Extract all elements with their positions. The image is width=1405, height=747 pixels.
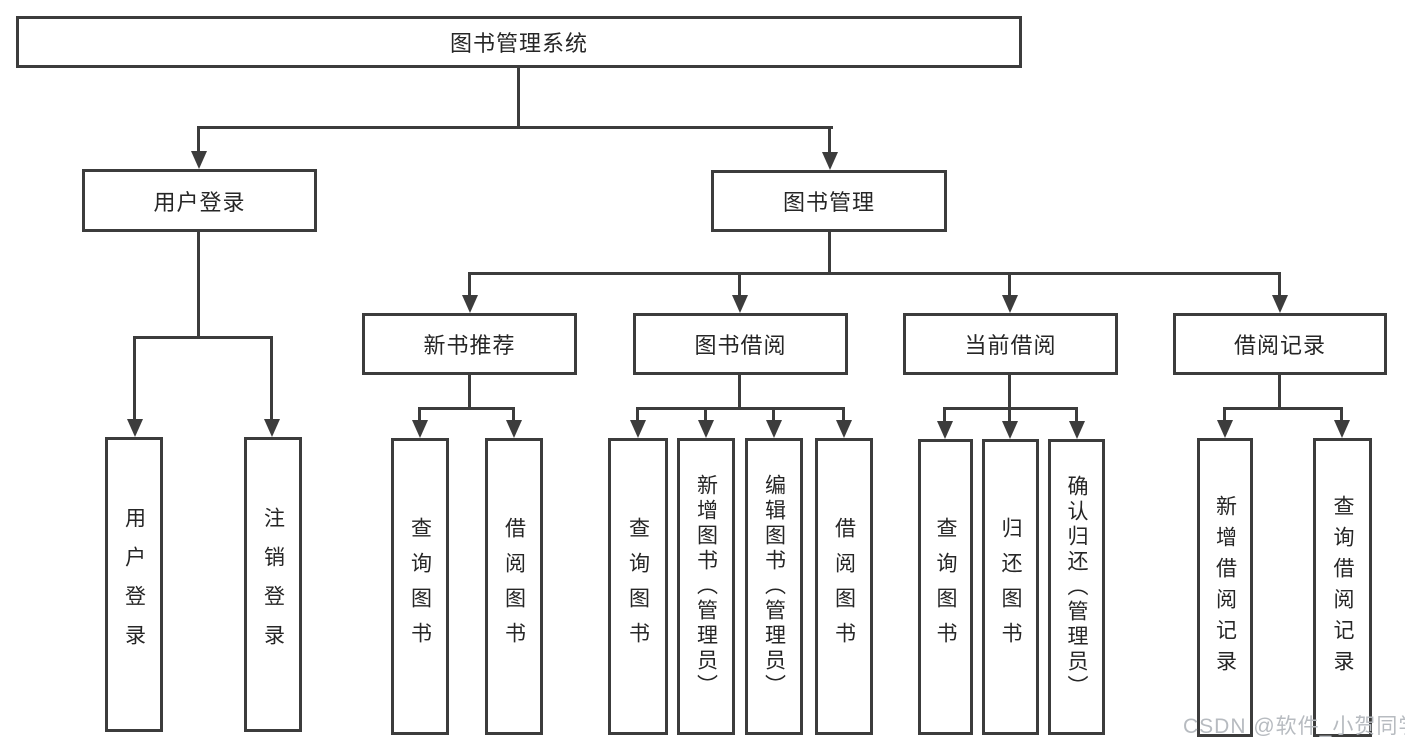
connector-borrow-records-branch [1223,407,1343,410]
arrow-to-book-mgmt [828,126,831,152]
leaf-br-query-record: 查询借阅记录 [1313,438,1372,737]
arrow-bb-borrow [842,407,845,420]
arrow-bb-edit [772,407,775,420]
leaf-bb-edit-books-admin-label: 编辑图书（管理员） [762,474,786,699]
leaf-nbr-query-books: 查询图书 [391,438,449,735]
arrowhead-to-new-book-rec [462,295,478,313]
arrow-to-book-borrow [738,272,741,295]
connector-new-book-rec-stem [468,375,471,407]
arrow-to-leaf-logout [270,336,273,419]
leaf-bb-query-books-label: 查询图书 [626,516,650,657]
leaf-user-login: 用户登录 [105,437,163,732]
node-current-borrow: 当前借阅 [903,313,1118,375]
connector-user-login-branch [133,336,273,339]
arrowhead-to-leaf-user-login [127,419,143,437]
csdn-watermark: CSDN @软件_小贺同学 [1183,715,1405,738]
connector-book-borrow-branch [636,407,845,410]
leaf-bb-edit-books-admin: 编辑图书（管理员） [745,438,803,735]
arrowhead-to-book-borrow [732,295,748,313]
arrowhead-to-borrow-records [1272,295,1288,313]
arrow-to-current-borrow [1008,272,1011,295]
node-borrow-records-label: 借阅记录 [1233,333,1326,358]
arrowhead-nbr-borrow [506,420,522,438]
arrowhead-bb-edit [766,420,782,438]
leaf-cb-confirm-return-admin-label: 确认归还（管理员） [1065,474,1088,700]
arrow-cb-return [1008,407,1011,421]
leaf-user-login-label: 用户登录 [122,506,146,663]
leaf-bb-borrow-books: 借阅图书 [815,438,873,735]
arrow-nbr-query [418,407,421,420]
arrowhead-cb-query [937,421,953,439]
leaf-cb-query-books: 查询图书 [918,439,973,735]
arrowhead-to-current-borrow [1002,295,1018,313]
leaf-bb-borrow-books-label: 借阅图书 [832,516,856,657]
node-book-mgmt: 图书管理 [711,170,947,232]
arrow-nbr-borrow [512,407,515,420]
node-user-login-label: 用户登录 [153,189,246,215]
leaf-nbr-borrow-books-label: 借阅图书 [502,516,526,657]
node-book-mgmt-label: 图书管理 [782,190,875,215]
connector-book-mgmt-stem [828,232,831,272]
node-user-login: 用户登录 [82,169,317,232]
connector-new-book-rec-branch [418,407,515,410]
arrow-to-user-login [197,126,200,151]
node-book-borrow-label: 图书借阅 [694,333,787,358]
node-current-borrow-label: 当前借阅 [964,333,1057,358]
arrowhead-cb-confirm [1069,421,1085,439]
connector-book-borrow-stem [738,375,741,407]
leaf-bb-query-books: 查询图书 [608,438,668,735]
leaf-cb-return-books-label: 归还图书 [999,517,1022,657]
leaf-logout: 注销登录 [244,437,302,732]
connector-current-borrow-stem [1008,375,1011,407]
arrowhead-to-leaf-logout [264,419,280,437]
leaf-nbr-query-books-label: 查询图书 [408,516,432,657]
arrow-bb-add [704,407,707,420]
leaf-br-add-record: 新增借阅记录 [1197,438,1253,737]
connector-root-branch [197,126,833,129]
node-book-borrow: 图书借阅 [633,313,848,375]
arrowhead-br-query [1334,420,1350,438]
arrowhead-nbr-query [412,420,428,438]
arrowhead-bb-query [630,420,646,438]
arrowhead-bb-add [698,420,714,438]
leaf-cb-confirm-return-admin: 确认归还（管理员） [1048,439,1105,735]
leaf-nbr-borrow-books: 借阅图书 [485,438,543,735]
leaf-bb-add-books-admin: 新增图书（管理员） [677,438,735,735]
leaf-br-add-record-label: 新增借阅记录 [1213,494,1237,681]
node-new-book-rec-label: 新书推荐 [423,333,516,358]
node-root-system: 图书管理系统 [16,16,1022,68]
connector-borrow-records-stem [1278,375,1281,407]
node-root-label: 图书管理系统 [449,31,588,56]
arrow-cb-query [943,407,946,421]
connector-book-mgmt-branch [468,272,1281,275]
arrow-br-add [1223,407,1226,420]
leaf-bb-add-books-admin-label: 新增图书（管理员） [694,474,718,699]
arrowhead-to-user-login [191,151,207,169]
leaf-br-query-record-label: 查询借阅记录 [1331,494,1354,681]
leaf-cb-return-books: 归还图书 [982,439,1039,735]
node-new-book-rec: 新书推荐 [362,313,577,375]
connector-user-login-stem [197,232,200,336]
arrow-br-query [1340,407,1343,420]
leaf-logout-label: 注销登录 [261,506,285,663]
arrowhead-cb-return [1002,421,1018,439]
arrow-bb-query [636,407,639,420]
arrow-to-borrow-records [1278,272,1281,295]
leaf-cb-query-books-label: 查询图书 [934,517,957,657]
connector-root-stem [517,68,520,126]
arrow-to-new-book-rec [468,272,471,295]
arrowhead-bb-borrow [836,420,852,438]
arrowhead-to-book-mgmt [822,152,838,170]
arrow-to-leaf-user-login [133,336,136,419]
arrow-cb-confirm [1075,407,1078,421]
arrowhead-br-add [1217,420,1233,438]
node-borrow-records: 借阅记录 [1173,313,1387,375]
